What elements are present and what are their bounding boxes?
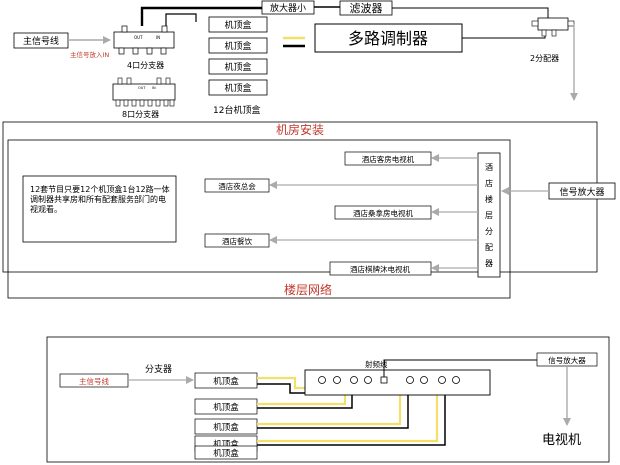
note-text: 12套节目只要12个机顶盒1台12路一体调制器共享房和所有配套服务部门的电视观看… bbox=[30, 185, 170, 214]
four-way-splitter: OUT IN bbox=[113, 25, 175, 55]
floor-network-frame bbox=[7, 139, 511, 299]
top-stb-label: 机顶盒 bbox=[224, 61, 251, 73]
eight-way-splitter: OUT IN bbox=[112, 77, 176, 107]
eight-splitter-out-port: OUT bbox=[138, 86, 146, 90]
room-label-nightclub: 酒店夜总会 bbox=[218, 181, 256, 191]
bottom-wire-yellow-2 bbox=[257, 395, 347, 406]
distributor-char: 层 bbox=[485, 211, 493, 220]
room-label-chess: 酒店棋牌沐电视机 bbox=[350, 264, 410, 274]
distributor-char: 配 bbox=[485, 243, 493, 252]
bottom-stb-box bbox=[194, 445, 258, 460]
room-label-dining: 酒店餐饮 bbox=[222, 236, 252, 246]
bottom-stb-label: 机顶盒 bbox=[213, 402, 239, 413]
rf-wire bbox=[383, 359, 540, 377]
bottom-stb-box bbox=[194, 418, 258, 435]
four-way-splitter-label: 4口分支器 bbox=[127, 60, 164, 70]
modulator-to-2way-wire bbox=[462, 30, 546, 39]
distributor-char: 分 bbox=[485, 227, 493, 236]
splitter-in-port: IN bbox=[156, 35, 160, 40]
distributor-char: 楼 bbox=[485, 194, 493, 204]
filter-to-2way-wire bbox=[392, 7, 549, 18]
splitter-to-amp-wire bbox=[140, 6, 262, 26]
top-stb-label: 机顶盒 bbox=[224, 40, 251, 52]
two-way-splitter bbox=[531, 17, 575, 37]
stb-count-label: 12台机顶盒 bbox=[213, 104, 260, 116]
bottom-wire-yellow-3 bbox=[257, 395, 402, 426]
top-stb-group: 机顶盒 机顶盒 机顶盒 机顶盒 bbox=[208, 16, 268, 96]
eight-way-splitter-label: 8口分支器 bbox=[122, 109, 159, 119]
bottom-stb-label: 机顶盒 bbox=[213, 439, 239, 450]
tv-label: 电视机 bbox=[542, 433, 581, 448]
bottom-stb-label: 机顶盒 bbox=[213, 448, 239, 459]
main-signal-label: 主信号线 bbox=[23, 35, 59, 47]
signal-amplifier-label: 信号放大器 bbox=[559, 186, 604, 198]
main-signal-in-label: 主信号放入IN bbox=[70, 50, 109, 59]
small-amplifier-label: 放大器小 bbox=[270, 2, 306, 14]
bottom-wire-black-3 bbox=[257, 395, 409, 429]
note-box bbox=[22, 175, 177, 243]
splitter-to-stb-wire bbox=[165, 13, 197, 26]
bottom-stb-label: 机顶盒 bbox=[213, 422, 239, 433]
machine-room-title: 机房安装 bbox=[276, 122, 324, 137]
bottom-wire-black-4 bbox=[257, 395, 446, 446]
eight-splitter-in-port: IN bbox=[152, 86, 156, 90]
distributor-char: 酒 bbox=[485, 163, 493, 172]
bottom-stb-box bbox=[194, 398, 258, 415]
top-stb-label: 机顶盒 bbox=[224, 19, 251, 31]
splitter-out-port: OUT bbox=[134, 35, 143, 40]
rf-line-label: 射频线 bbox=[365, 359, 388, 369]
floor-network-title: 楼层网络 bbox=[284, 282, 332, 297]
distributor-char: 器 bbox=[485, 259, 493, 268]
two-way-splitter-label: 2分配器 bbox=[530, 54, 559, 63]
floor-distributor-box bbox=[477, 152, 501, 278]
bottom-splitter-label: 分支器 bbox=[145, 363, 172, 375]
bottom-wire-yellow-4 bbox=[257, 395, 439, 443]
bottom-frame bbox=[46, 336, 610, 463]
bottom-stb-label: 机顶盒 bbox=[213, 376, 239, 387]
bottom-modulator bbox=[304, 369, 491, 396]
top-stb-label: 机顶盒 bbox=[224, 82, 251, 94]
filter-label: 滤波器 bbox=[350, 2, 383, 15]
bottom-wire-black-2 bbox=[257, 395, 353, 409]
room-label-sauna: 酒店桑拿房电视机 bbox=[353, 208, 413, 218]
bottom-stb-box bbox=[194, 372, 258, 389]
room-label-guestroom: 酒店客房电视机 bbox=[362, 154, 415, 164]
bottom-main-signal-label: 主信号线 bbox=[79, 376, 109, 386]
multi-modulator-label: 多路调制器 bbox=[348, 29, 428, 48]
bottom-amplifier-label: 信号放大器 bbox=[548, 355, 586, 365]
distributor-char: 店 bbox=[485, 178, 493, 188]
